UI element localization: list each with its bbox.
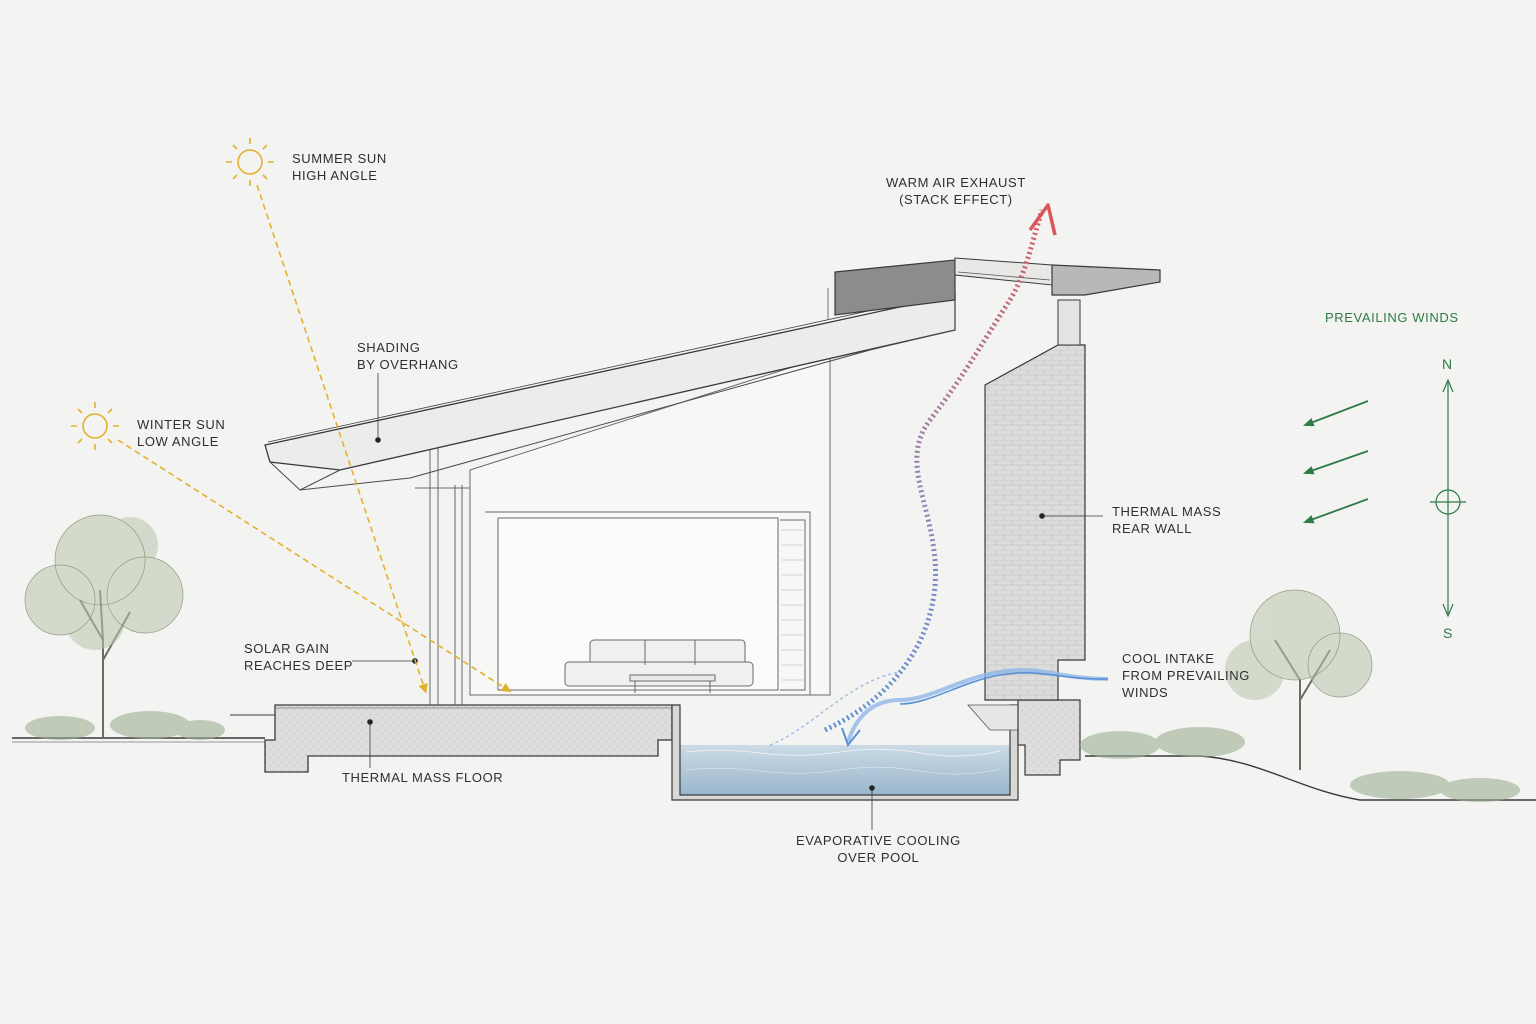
compass-icon: [1430, 378, 1466, 618]
clerestory-roof: [827, 257, 1161, 330]
wind-arrow-icon: [1302, 400, 1369, 524]
cool-intake-arrow: [769, 668, 1109, 748]
winter-sun-icon: [71, 402, 119, 450]
rear-footing: [1017, 699, 1081, 776]
thermal-mass-floor-label: THERMAL MASS FLOOR: [342, 770, 504, 785]
tree-icon: [1225, 589, 1373, 770]
warm-air-exhaust-arrow: [823, 203, 1057, 733]
compass-south-label: S: [1443, 625, 1453, 641]
thermal-mass-rear-wall: [984, 299, 1086, 701]
compass-north-label: N: [1442, 356, 1453, 372]
summer-sun-icon: [226, 138, 274, 186]
pool: [671, 704, 1041, 801]
sun-rays: [117, 184, 512, 694]
thermal-mass-floor-slab: [230, 704, 673, 773]
warm-air-exhaust-label: WARM AIR EXHAUST(STACK EFFECT): [886, 175, 1026, 207]
tree-icon: [24, 514, 184, 738]
shrubs: [25, 711, 1520, 802]
prevailing-winds-label: PREVAILING WINDS: [1325, 310, 1459, 325]
sofa: [564, 639, 754, 693]
